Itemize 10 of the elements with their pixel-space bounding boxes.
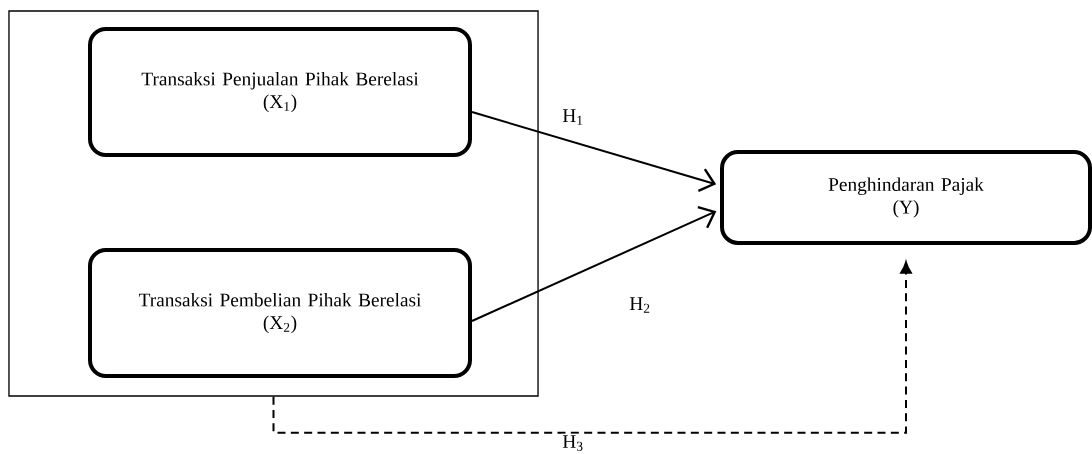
arrow xyxy=(471,111,717,192)
variable-box: Transaksi Pembelian Pihak Berelasi (X$_{2}$) xyxy=(88,248,472,378)
edge-label: H$_{2}$ xyxy=(628,295,653,315)
edge-label: H$_{3}$ xyxy=(561,433,586,453)
variable-box: Transaksi Penjualan Pihak Berelasi (X$_{1}$) xyxy=(88,27,472,157)
edge-label: H$_{1}$ xyxy=(561,107,586,127)
group-box xyxy=(8,10,539,397)
arrow xyxy=(272,261,912,434)
arrow xyxy=(471,205,717,322)
variable-box: Penghindaran Pajak (Y) xyxy=(720,150,1092,245)
